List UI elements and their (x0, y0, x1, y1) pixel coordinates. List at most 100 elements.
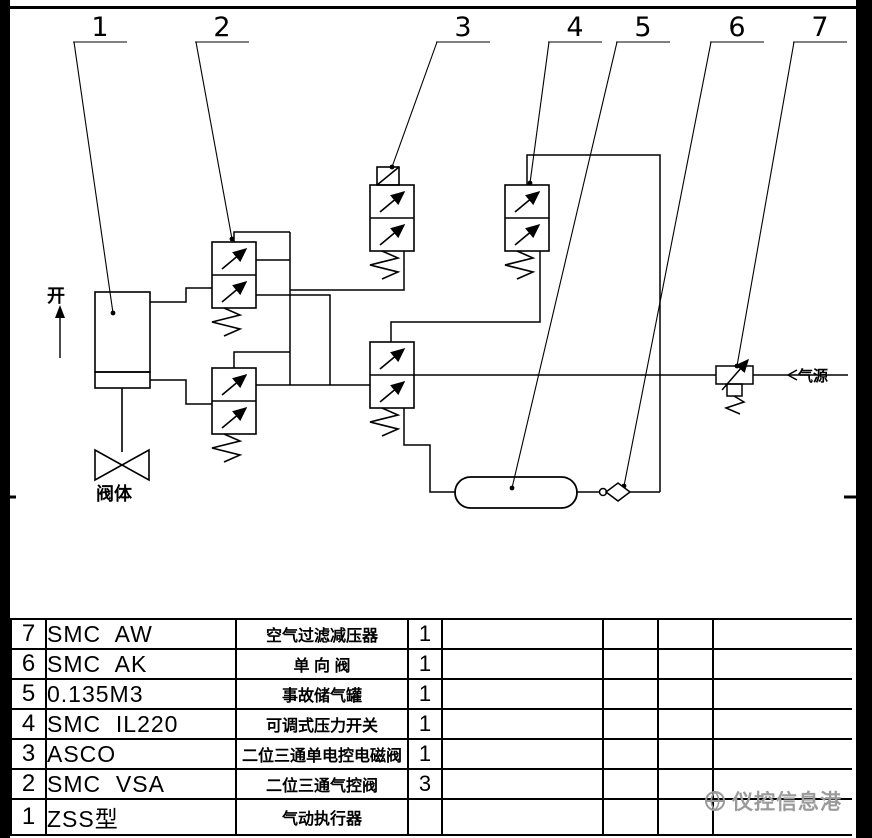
callout-7: 7 (811, 12, 828, 43)
bom-cell-no: 5 (10, 678, 47, 710)
bom-cell-empty (602, 678, 659, 710)
bom-cell-model: ASCO (45, 738, 237, 770)
bom-cell-no: 3 (10, 738, 47, 770)
bom-cell-desc: 事故储气罐 (235, 678, 409, 710)
bom-cell-desc: 空气过滤减压器 (235, 618, 409, 650)
bom-cell-empty (657, 798, 714, 836)
pneumatic-actuator (94, 291, 151, 452)
callout-3: 3 (454, 12, 471, 43)
bom-cell-desc: 二位三通气控阀 (235, 768, 409, 800)
bom-cell-qty: 1 (407, 738, 443, 770)
bom-cell-empty (657, 708, 714, 740)
bom-cell-empty (602, 738, 659, 770)
air-source-label: 气源 (797, 367, 828, 385)
open-label: 开 (47, 286, 65, 307)
bom-cell-model: ZSS型 (45, 798, 237, 836)
spring-icon (369, 407, 401, 437)
bom-row: 3 ASCO 二位三通单电控电磁阀 1 (10, 738, 852, 770)
bom-cell-empty (712, 648, 852, 680)
check-valve (598, 482, 632, 502)
bom-cell-empty (712, 708, 852, 740)
pilot-valve-1 (211, 241, 257, 337)
bom-cell-qty: 1 (407, 648, 443, 680)
bom-cell-qty: 1 (407, 708, 443, 740)
bom-cell-qty: 1 (407, 618, 443, 650)
bom-cell-qty (407, 798, 443, 836)
bom-cell-model: SMC VSA (45, 768, 237, 800)
bom-cell-model: SMC AW (45, 618, 237, 650)
bom-cell-empty (602, 708, 659, 740)
spring-icon (369, 250, 401, 280)
bom-cell-empty (712, 678, 852, 710)
bom-cell-empty (712, 738, 852, 770)
bom-cell-empty (712, 798, 852, 836)
spring-icon (211, 307, 243, 337)
callout-5: 5 (634, 12, 651, 43)
watermark-text: 仪控信息港 (732, 791, 842, 814)
bom-row: 6 SMC AK 单 向 阀 1 (10, 648, 852, 680)
bom-row: 7 SMC AW 空气过滤减压器 1 (10, 618, 852, 650)
callouts (73, 41, 847, 491)
spring-icon (723, 395, 746, 415)
bom-cell-qty: 1 (407, 678, 443, 710)
bom-row: 4 SMC IL220 可调式压力开关 1 (10, 708, 852, 740)
callout-4: 4 (566, 12, 583, 43)
sheet-border-top (0, 6, 872, 9)
bom-cell-empty (441, 678, 604, 710)
bom-cell-model: 0.135M3 (45, 678, 237, 710)
bom-row: 1 ZSS型 气动执行器 (10, 798, 852, 836)
bom-cell-empty (602, 768, 659, 800)
sheet-border-left (0, 0, 10, 838)
bom-cell-empty (441, 798, 604, 836)
watermark: 仪控信息港 (704, 786, 842, 816)
callout-2: 2 (213, 12, 230, 43)
bom-cell-empty (712, 768, 852, 800)
bom-cell-no: 2 (10, 768, 47, 800)
pilot-valve-3 (369, 341, 415, 437)
bom-cell-no: 1 (10, 798, 47, 836)
filter-regulator (715, 358, 754, 415)
bom-cell-empty (441, 768, 604, 800)
bom-cell-empty (441, 618, 604, 650)
bom-row: 2 SMC VSA 二位三通气控阀 3 (10, 768, 852, 800)
bom-cell-desc: 二位三通单电控电磁阀 (235, 738, 409, 770)
callout-6: 6 (728, 12, 745, 43)
valve-body-label: 阀体 (96, 483, 133, 505)
bom-cell-empty (441, 648, 604, 680)
bom-cell-qty: 3 (407, 768, 443, 800)
bom-cell-no: 4 (10, 708, 47, 740)
air-tank (454, 476, 578, 509)
pneumatic-schematic: 1 2 3 4 5 6 7 (0, 12, 872, 509)
bom-cell-empty (657, 678, 714, 710)
bom-table: 7 SMC AW 空气过滤减压器 1 6 SMC AK 单 向 阀 1 5 0.… (10, 618, 852, 838)
spring-icon (504, 250, 536, 280)
bom-cell-empty (657, 768, 714, 800)
leader-dots (110, 164, 740, 491)
bom-cell-model: SMC AK (45, 648, 237, 680)
sheet-border-right (856, 0, 872, 838)
spring-icon (211, 433, 243, 463)
bom-cell-empty (602, 648, 659, 680)
bom-cell-model: SMC IL220 (45, 708, 237, 740)
bom-cell-desc: 气动执行器 (235, 798, 409, 836)
open-direction-arrow-icon (55, 305, 65, 358)
bom-cell-empty (657, 648, 714, 680)
bom-cell-empty (712, 618, 852, 650)
bom-cell-desc: 可调式压力开关 (235, 708, 409, 740)
bom-cell-empty (602, 798, 659, 836)
callout-1: 1 (91, 12, 108, 43)
bom-cell-no: 7 (10, 618, 47, 650)
bom-cell-empty (657, 738, 714, 770)
globe-icon (705, 791, 725, 811)
bom-cell-empty (657, 618, 714, 650)
solenoid-valve (369, 166, 415, 280)
bom-cell-desc: 单 向 阀 (235, 648, 409, 680)
bom-cell-empty (441, 708, 604, 740)
bom-row: 5 0.135M3 事故储气罐 1 (10, 678, 852, 710)
pressure-switch (504, 184, 550, 280)
bom-cell-no: 6 (10, 648, 47, 680)
butterfly-valve-icon (94, 448, 150, 482)
piping-lines (150, 154, 848, 493)
pilot-valve-2 (211, 367, 257, 463)
